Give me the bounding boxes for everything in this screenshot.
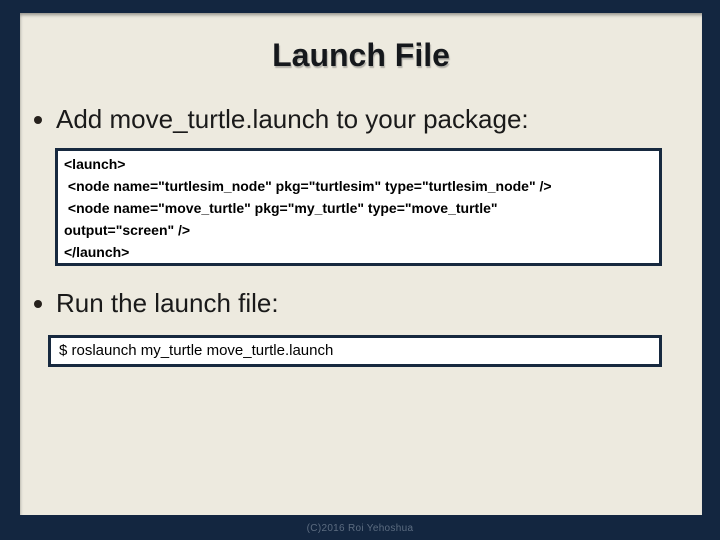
bullet-add-launch-file: Add move_turtle.launch to your package: <box>34 102 529 136</box>
footer-copyright: (C)2016 Roi Yehoshua <box>306 523 414 534</box>
roslaunch-command-text: $ roslaunch my_turtle move_turtle.launch <box>59 342 334 359</box>
code-line-launch-close: </launch> <box>64 244 130 260</box>
roslaunch-command-box: $ roslaunch my_turtle move_turtle.launch <box>48 335 662 367</box>
slide-title: Launch File <box>272 37 450 73</box>
bullet-run-launch-file: Run the launch file: <box>34 286 279 320</box>
code-line-launch-open: <launch> <box>64 156 126 172</box>
code-line-output-screen: output="screen" /> <box>64 222 191 238</box>
bullet-dot-icon <box>34 116 42 124</box>
launch-file-code-box: <launch> <node name="turtlesim_node" pkg… <box>55 148 662 266</box>
bullet-add-launch-file-text: Add move_turtle.launch to your package: <box>56 104 529 134</box>
bullet-dot-icon <box>34 300 42 308</box>
bullet-run-launch-file-text: Run the launch file: <box>56 288 279 318</box>
code-line-node-move-turtle: <node name="move_turtle" pkg="my_turtle"… <box>64 200 498 216</box>
slide-content-area: Launch File Add move_turtle.launch to yo… <box>20 13 702 515</box>
code-line-node-turtlesim: <node name="turtlesim_node" pkg="turtles… <box>64 178 552 194</box>
